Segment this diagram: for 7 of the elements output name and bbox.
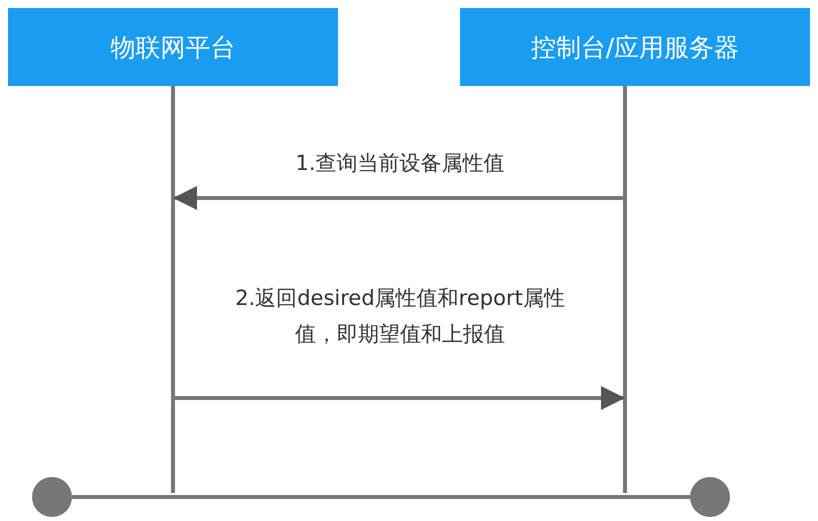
arrow xyxy=(173,386,625,410)
end-circle xyxy=(32,477,72,517)
end-circle xyxy=(690,477,730,517)
participant-box: 物联网平台 xyxy=(8,8,338,86)
arrow xyxy=(173,186,625,210)
line xyxy=(72,495,690,499)
participant-box: 控制台/应用服务器 xyxy=(460,8,810,86)
